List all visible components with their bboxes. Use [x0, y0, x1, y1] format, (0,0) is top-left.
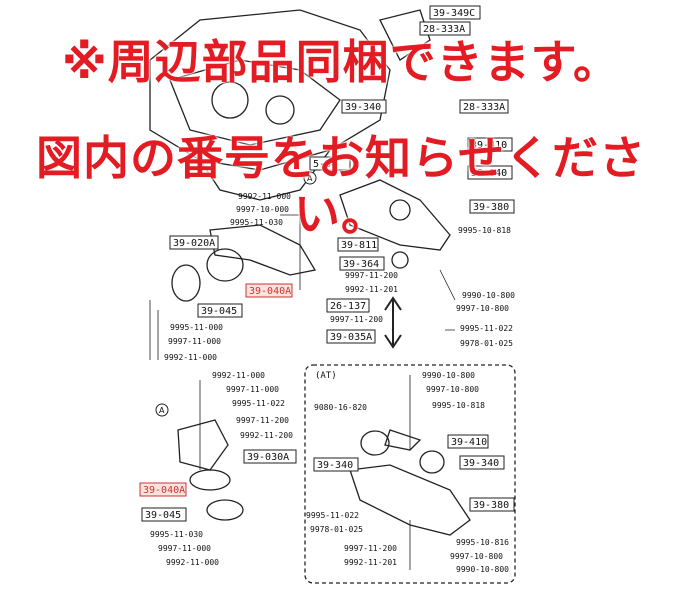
label-text: 28-333A: [463, 102, 505, 113]
label-text: 26-137: [330, 301, 366, 312]
label-box: 39-045: [141, 507, 187, 522]
label-text: 39-349C: [433, 8, 475, 19]
part-number: 9995-11-022: [306, 511, 359, 520]
part-number: 9978-01-025: [310, 525, 363, 534]
reference-marker: A A: [155, 171, 317, 417]
label-text: 39-340: [345, 102, 381, 113]
part-number: 9997-11-000: [226, 385, 279, 394]
label-text: 39-045: [145, 510, 181, 521]
notice-line-1: ※周辺部品同梱できます。: [61, 35, 621, 89]
part-number: 9992-11-000: [238, 192, 291, 201]
label-text: 28-333A: [423, 24, 465, 35]
label-box: 39-410: [447, 434, 489, 449]
leader-lines: [149, 200, 456, 570]
label-box: 39-340: [459, 455, 505, 470]
at-section-label: (AT): [315, 371, 337, 381]
label-box: 39-045: [197, 303, 243, 318]
label-text: 39-340: [317, 460, 353, 471]
label-box: 28-333A: [419, 21, 471, 36]
label-text: 39-045: [201, 306, 237, 317]
part-number: 9997-10-800: [456, 304, 509, 313]
svg-text:A: A: [159, 406, 165, 415]
part-number: 9997-11-200: [345, 271, 398, 280]
at-section-box: [304, 364, 516, 584]
label-text: 39-380: [473, 500, 509, 511]
label-text: 39-035A: [330, 332, 372, 343]
part-number: 9995-11-000: [170, 323, 223, 332]
label-box: 39-035A: [326, 329, 376, 344]
crossmember-upper: [339, 179, 451, 269]
label-text: 5-34: [313, 159, 337, 170]
label-box: 39-040: [467, 165, 513, 180]
part-number: 9997-11-200: [344, 544, 397, 553]
label-text: 39-364: [343, 259, 379, 270]
label-text: 39-020A: [173, 238, 215, 249]
part-number: 9990-10-800: [462, 291, 515, 300]
part-number: 9992-11-201: [344, 558, 397, 567]
label-box: 39-040A: [139, 482, 187, 497]
part-number: 9992-11-201: [345, 285, 398, 294]
label-text: 39-040: [471, 168, 507, 179]
label-text: 39-340: [463, 458, 499, 469]
part-number: 9995-11-030: [230, 218, 283, 227]
label-box: 39-040A: [245, 283, 293, 298]
label-box: 5-34: [309, 156, 351, 171]
part-number: 9995-10-816: [456, 538, 509, 547]
part-number: 9995-11-022: [232, 399, 285, 408]
label-box: 39-811: [337, 237, 379, 252]
label-box: 39-030A: [243, 449, 297, 464]
part-number: 9995-11-022: [460, 324, 513, 333]
label-box: 39-380: [469, 497, 515, 512]
label-text: 39-410: [471, 140, 507, 151]
part-number: 9997-11-000: [168, 337, 221, 346]
part-number: 9997-11-000: [158, 544, 211, 553]
label-box: 39-380: [469, 199, 515, 214]
part-number: 9992-11-000: [164, 353, 217, 362]
label-box: 39-410: [467, 137, 513, 152]
svg-text:A: A: [307, 174, 313, 183]
label-text: 39-040A: [249, 286, 291, 297]
label-box: 39-364: [339, 256, 385, 271]
part-number: 9997-10-800: [426, 385, 479, 394]
label-box: 39-340: [341, 99, 387, 114]
label-box: 26-137: [326, 298, 370, 313]
label-box: 39-349C: [429, 5, 481, 20]
part-number: 9997-11-200: [236, 416, 289, 425]
label-box: 28-333A: [459, 99, 509, 114]
part-number: 9995-10-818: [458, 226, 511, 235]
part-number: 9995-11-030: [150, 530, 203, 539]
lower-mount-bracket: [177, 419, 244, 521]
label-text: 39-811: [341, 240, 377, 251]
part-number: 9997-10-000: [236, 205, 289, 214]
upper-mount-bracket: [171, 224, 317, 302]
updown-arrow: [384, 296, 402, 349]
part-number: 9997-10-800: [450, 552, 503, 561]
part-number: 9992-11-000: [212, 371, 265, 380]
label-text: 39-380: [473, 202, 509, 213]
part-number: 9080-16-820: [314, 403, 367, 412]
part-number: 9997-11-200: [330, 315, 383, 324]
part-number: 9990-10-800: [422, 371, 475, 380]
label-text: 39-030A: [247, 452, 289, 463]
label-text: 39-040A: [143, 485, 185, 496]
part-number: 9992-11-000: [166, 558, 219, 567]
label-text: 39-410: [451, 437, 487, 448]
label-box: 39-020A: [169, 235, 219, 250]
part-number: 9992-11-200: [240, 431, 293, 440]
part-number: 9995-10-818: [432, 401, 485, 410]
notice-line-2: 図内の番号をお知らせください。: [35, 131, 647, 241]
label-box: 39-340: [313, 457, 359, 472]
part-number: 9990-10-800: [456, 565, 509, 574]
part-number-labels: 9992-11-000 9997-10-000 9995-11-030 9995…: [150, 192, 515, 574]
part-number: 9978-01-025: [460, 339, 513, 348]
boxed-labels: 39-349C 28-333A 39-340 28-333A 39-380 39…: [139, 5, 515, 522]
